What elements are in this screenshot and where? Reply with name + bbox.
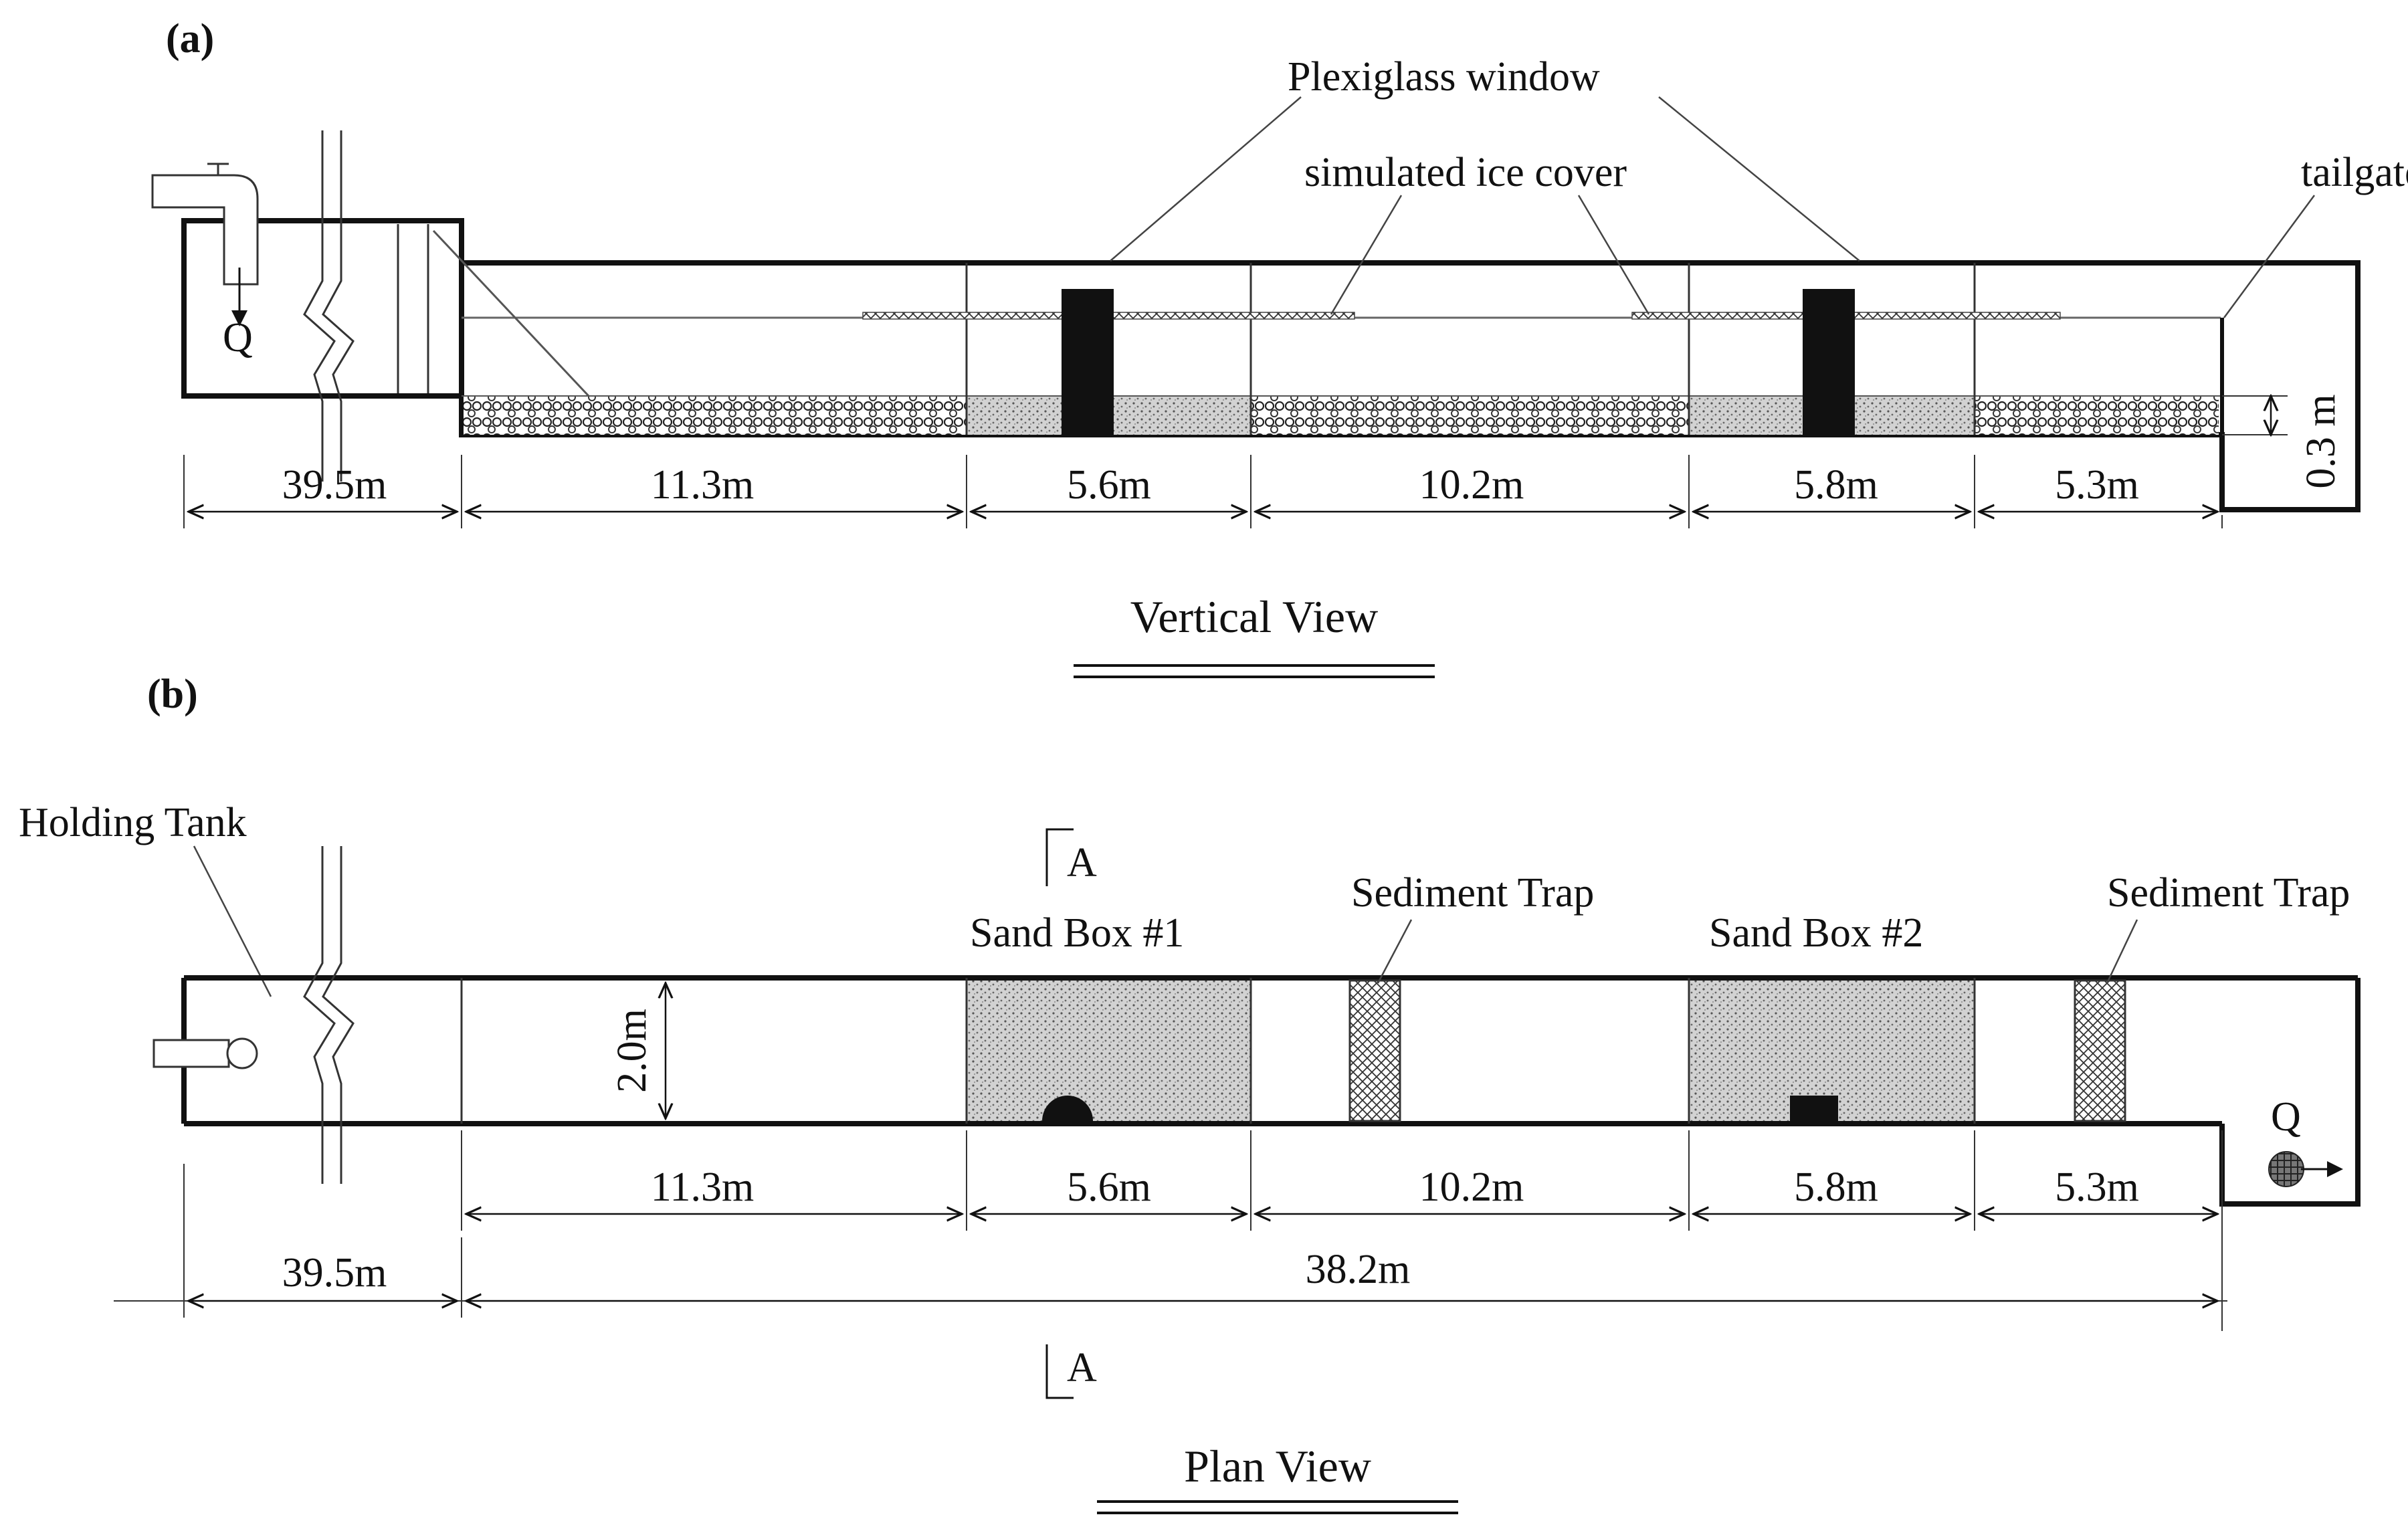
holding-tank-label: Holding Tank: [19, 800, 247, 845]
sediment-trap-2-label: Sediment Trap: [2107, 870, 2350, 916]
break-line: [303, 130, 336, 482]
trap-1-leader: [1377, 919, 1413, 984]
sediment-trap-1-label: Sediment Trap: [1351, 870, 1594, 916]
dim-b-downstream: 5.3m: [2055, 1164, 2139, 1210]
pier-2-plan: [1790, 1096, 1838, 1121]
inlet-pipe-plan: [153, 1039, 230, 1068]
dim-a-downstream: 5.3m: [2055, 462, 2139, 508]
inlet-ramp: [432, 229, 590, 397]
gravel-bed: [1975, 396, 2219, 435]
panel-b-tag: (b): [147, 672, 198, 717]
outlet-icon: [2268, 1151, 2304, 1187]
dim-b-sandbox-1: 5.6m: [1067, 1164, 1151, 1210]
break-line: [303, 846, 336, 1184]
trap-2-leader: [2106, 919, 2138, 984]
tailgate-leader: [2223, 195, 2316, 318]
panel-a-vertical-view: (a) Q: [151, 16, 2408, 678]
panel-b-plan-view: (b) Holding Tank Sand Box #1 Sand Box #2…: [19, 672, 2361, 1514]
inlet-pipe-end: [226, 1037, 258, 1069]
pier-2: [1803, 289, 1855, 435]
plan-dimension-row: 11.3m 5.6m 10.2m 5.8m 5.3m: [461, 1130, 2223, 1331]
section-marker-bottom: [1045, 1344, 1074, 1399]
inflow-pipe: [151, 174, 259, 286]
sand-box-1-label: Sand Box #1: [970, 910, 1184, 956]
plan-total-dimension-row: 39.5m 38.2m: [114, 1164, 2227, 1318]
pier-1: [1062, 289, 1114, 435]
tailgate-label: tailgate: [2301, 150, 2408, 195]
vertical-view-title: Vertical View: [1130, 591, 1378, 642]
dim-a-sandbox-1: 5.6m: [1067, 462, 1151, 508]
ice-cover-label: simulated ice cover: [1304, 150, 1627, 195]
panel-a-tag: (a): [166, 16, 214, 62]
plan-view-title: Plan View: [1184, 1441, 1371, 1492]
dim-b-upstream: 11.3m: [651, 1164, 754, 1210]
pier-1-plan: [1042, 1096, 1093, 1121]
sediment-trap-2: [2074, 979, 2126, 1122]
gravel-bed: [1251, 396, 1689, 435]
dim-b-sandbox-2: 5.8m: [1794, 1164, 1878, 1210]
section-a-top: A: [1067, 840, 1097, 886]
vertical-dimension-row: 39.5m 11.3m 5.6m 10.2m 5.8m 5.3m: [183, 455, 2223, 528]
dim-a-holding: 39.5m: [282, 462, 387, 508]
flow-q-label-b: Q: [2271, 1094, 2301, 1140]
dim-b-middle: 10.2m: [1419, 1164, 1524, 1210]
break-line: [322, 846, 355, 1184]
dim-b-holding: 39.5m: [282, 1250, 387, 1296]
ice-leader: [1577, 195, 1650, 315]
dim-b-total: 38.2m: [1306, 1247, 1411, 1292]
width-label: 2.0m: [609, 1009, 655, 1093]
depth-label: 0.3 m: [2298, 394, 2344, 488]
dim-a-sandbox-2: 5.8m: [1794, 462, 1878, 508]
dim-a-upstream: 11.3m: [651, 462, 754, 508]
ice-leader: [1330, 195, 1403, 315]
sand-box-1: [967, 981, 1251, 1121]
gravel-bed: [464, 396, 967, 435]
section-marker-top: [1045, 828, 1074, 886]
flow-q-label-a: Q: [223, 315, 253, 361]
section-a-bottom: A: [1067, 1345, 1097, 1391]
holding-tank-leader: [193, 845, 272, 997]
sediment-trap-1: [1348, 979, 1401, 1122]
plexiglass-label: Plexiglass window: [1288, 54, 1600, 100]
dim-a-middle: 10.2m: [1419, 462, 1524, 508]
plexiglass-leader: [1658, 96, 1860, 262]
plexiglass-leader: [1110, 96, 1302, 262]
break-line: [322, 130, 355, 482]
sand-box-2-label: Sand Box #2: [1709, 910, 1923, 956]
